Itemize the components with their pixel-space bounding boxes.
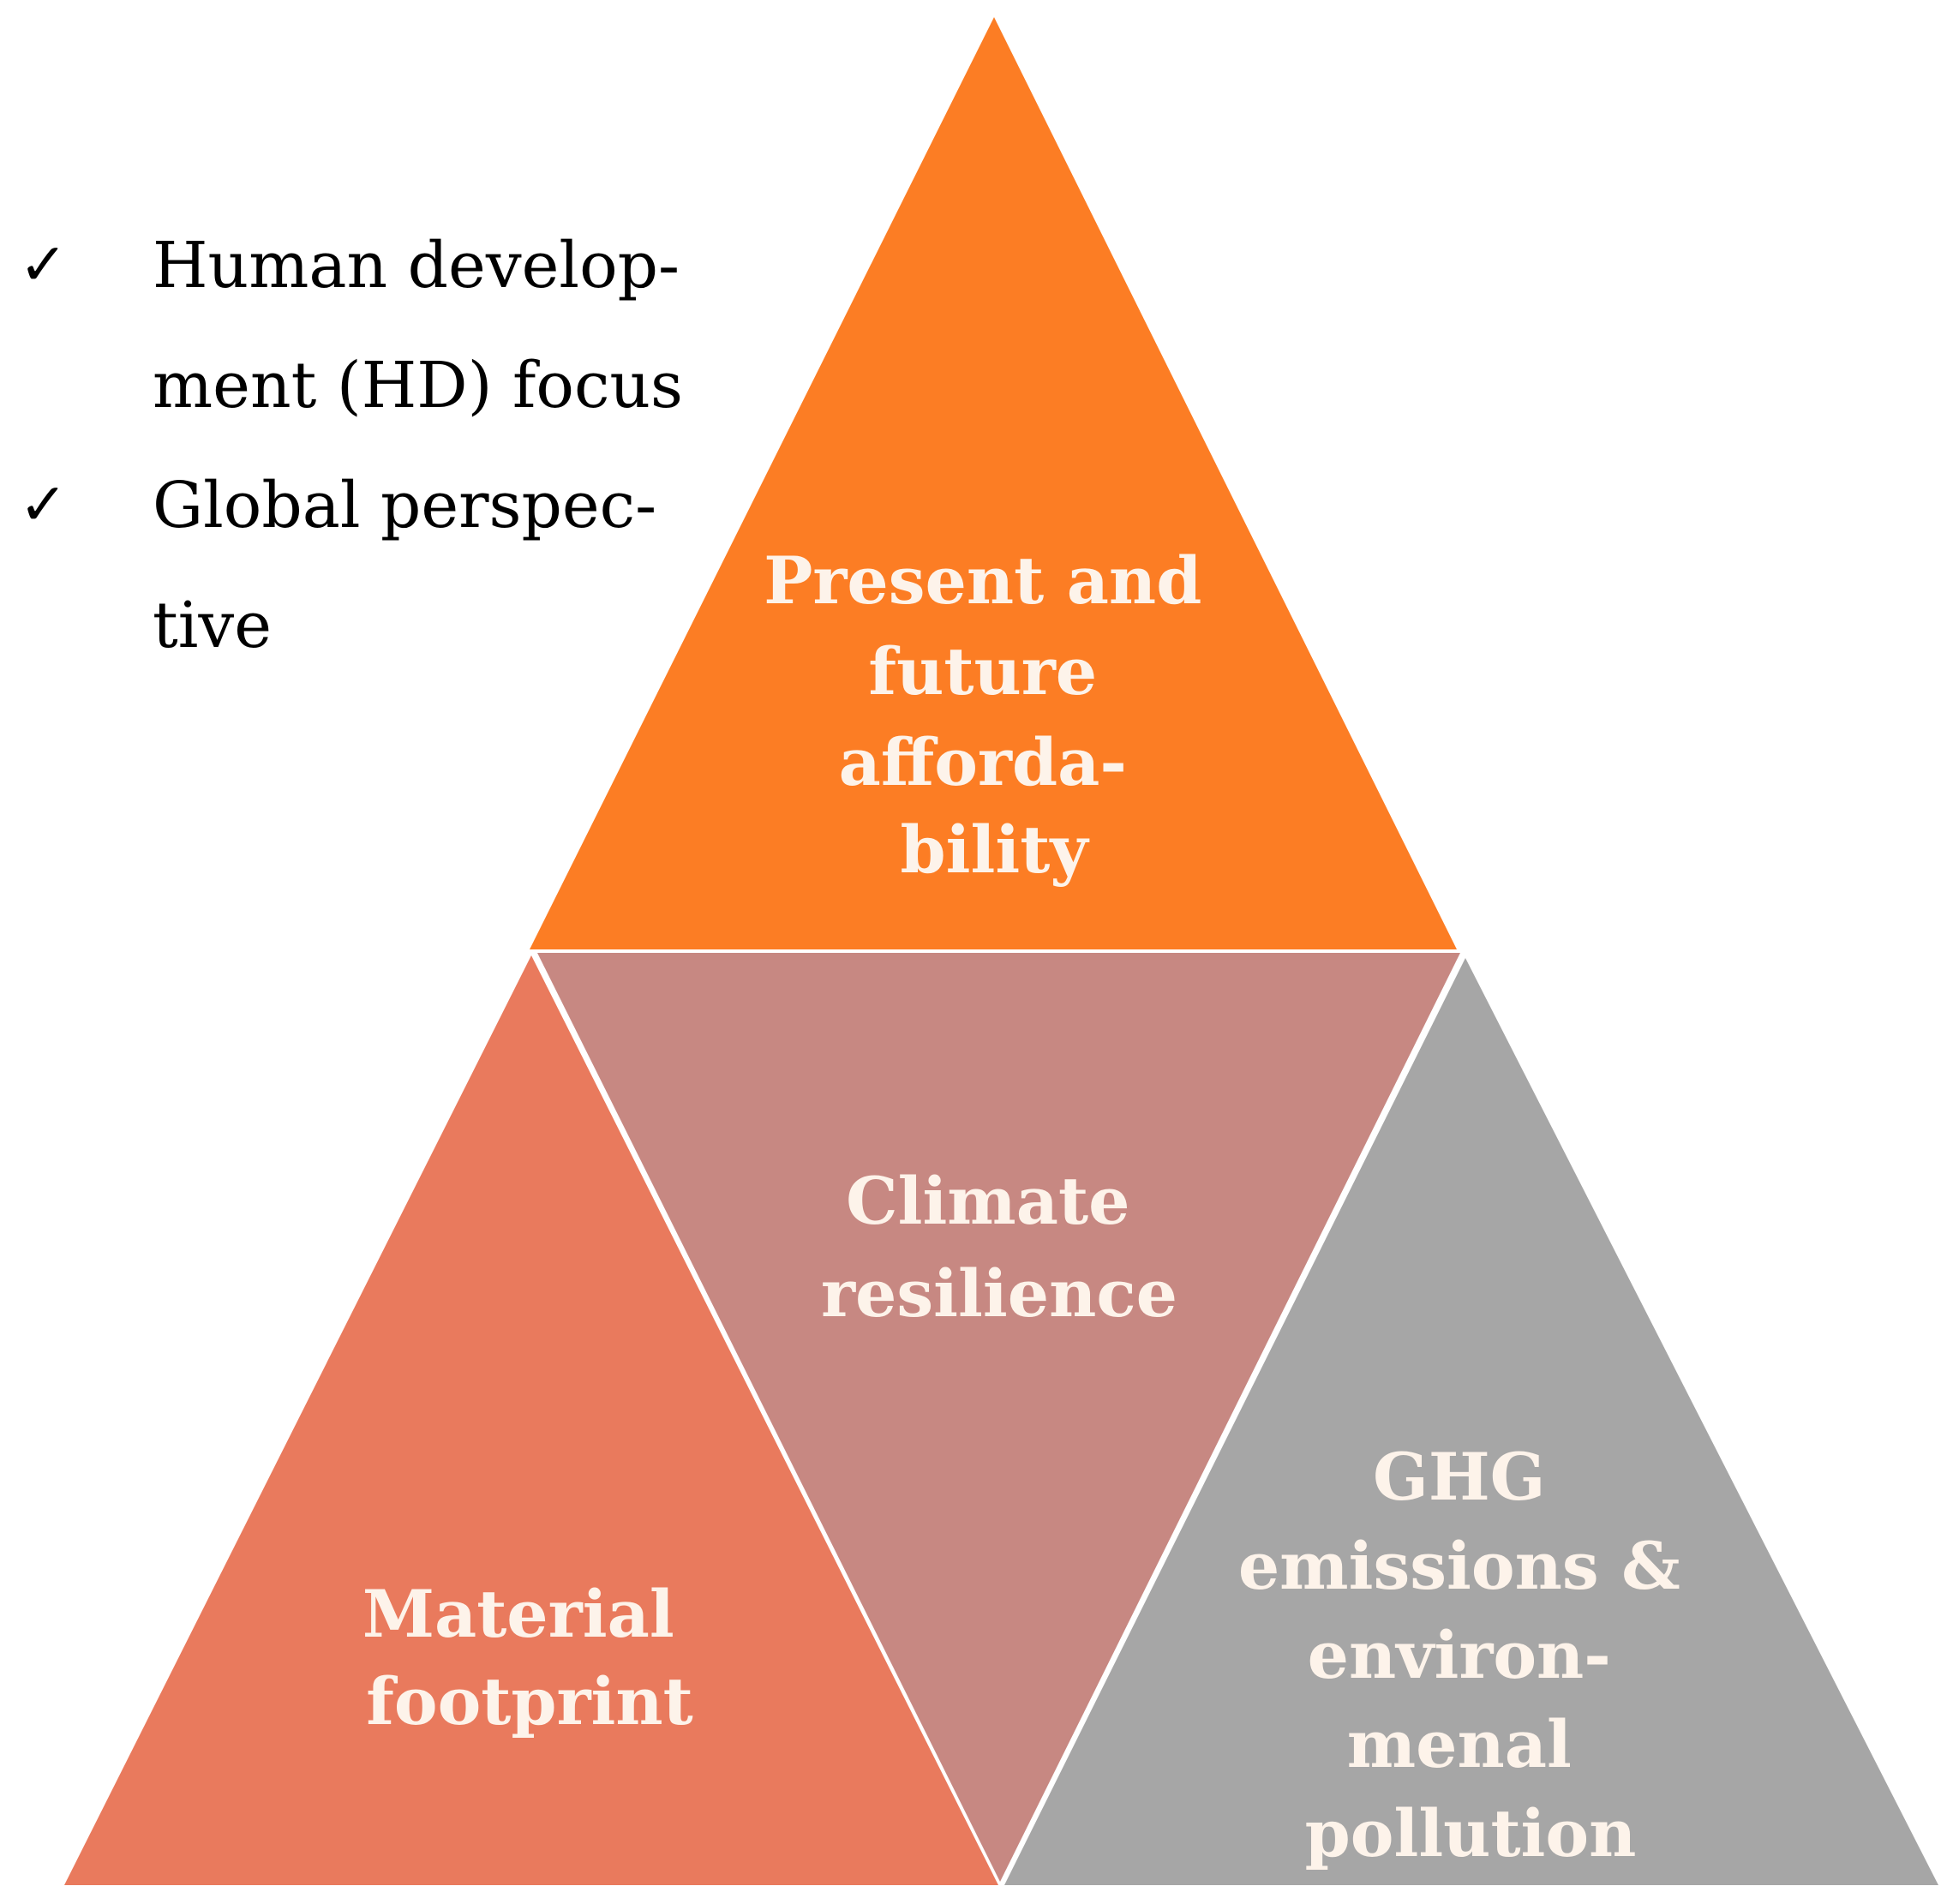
right-triangle-ghg-emissions [1004,958,1938,1885]
center-label-line: Climate [846,1163,1129,1239]
left-label-line: Material [362,1576,674,1652]
top-triangle-label: Present and future afforda- bility [764,542,1225,888]
center-label-line: resilience [821,1255,1177,1332]
right-label-line: pollution [1305,1795,1637,1871]
center-triangle-climate-resilience [537,953,1460,1882]
left-triangle-label: Material footprint [362,1576,697,1739]
top-label-line: future [868,633,1097,710]
checkmark-icon: ✓ [19,231,68,299]
checklist-item-line: ment (HD) focus [153,349,684,422]
right-label-line: menal [1347,1706,1572,1782]
checklist-item-global-perspective: ✓ Global perspec- tive [19,446,722,686]
top-triangle-affordability [530,17,1457,949]
top-label-line: bility [900,811,1089,888]
center-triangle-label: Climate resilience [821,1163,1177,1332]
right-label-line: GHG [1373,1439,1546,1515]
checkmark-icon: ✓ [19,471,68,539]
right-label-line: emissions & [1238,1528,1680,1604]
checklist-item-line: tive [153,589,273,662]
checklist-item-line: Global perspec- [153,469,657,542]
top-label-line: Present and [764,542,1201,619]
right-label-line: environ- [1308,1617,1611,1693]
checklist-item-line: Human develop- [153,229,680,302]
right-triangle-label: GHG emissions & environ- menal pollution [1238,1439,1703,1871]
top-label-line: afforda- [839,724,1127,800]
checklist: ✓ Human develop- ment (HD) focus ✓ Globa… [19,206,722,686]
checklist-item-human-development: ✓ Human develop- ment (HD) focus [19,206,722,446]
left-triangle-material-footprint [64,955,998,1885]
left-label-line: footprint [366,1663,693,1739]
